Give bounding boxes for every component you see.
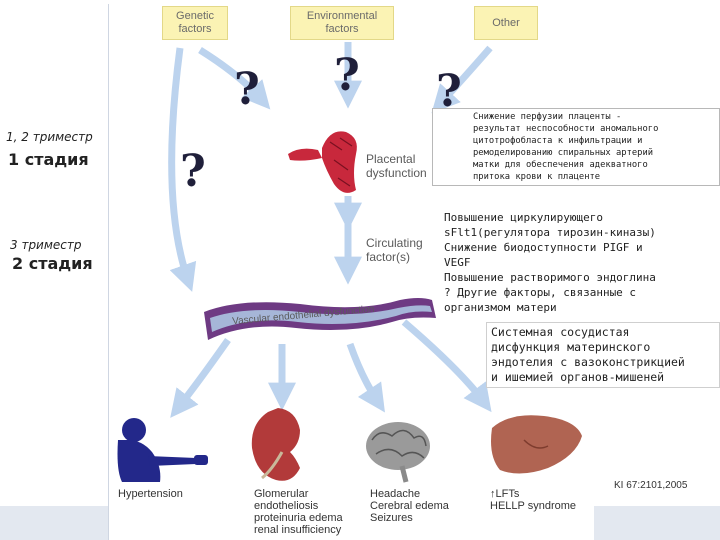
arrow-to-hypertension bbox=[170, 337, 231, 418]
left-margin bbox=[0, 0, 108, 540]
third-trimester-label: 3 триместр bbox=[10, 238, 82, 252]
other-factors-box: Other bbox=[474, 6, 538, 40]
question-mark-genetic: ? bbox=[234, 64, 260, 115]
citation: KI 67:2101,2005 bbox=[614, 480, 688, 491]
question-mark-direct: ? bbox=[180, 146, 206, 197]
placenta-graphic bbox=[288, 131, 357, 193]
liver-graphic bbox=[491, 415, 582, 474]
vessel-graphic bbox=[204, 298, 436, 340]
arrow-genetic-direct bbox=[168, 47, 197, 292]
arrow-to-liver bbox=[401, 319, 492, 413]
first-trimester-label: 1, 2 триместр bbox=[6, 130, 93, 144]
question-mark-other: ? bbox=[436, 66, 462, 117]
first-stage-label: 1 стадия bbox=[8, 150, 89, 169]
systemic-dysfunction-note: Системная сосудистая дисфункция материнс… bbox=[486, 322, 720, 388]
question-mark-environmental: ? bbox=[334, 50, 360, 101]
placental-dysfunction-label: Placental dysfunction bbox=[366, 152, 427, 180]
arrow-other bbox=[431, 45, 493, 114]
arrow-to-brain bbox=[346, 342, 385, 413]
genetic-factors-box: Genetic factors bbox=[162, 6, 228, 40]
environmental-factors-box: Environmental factors bbox=[290, 6, 394, 40]
brain-graphic bbox=[366, 422, 430, 483]
arrow-genetic bbox=[198, 47, 271, 110]
second-stage-label: 2 стадия bbox=[12, 254, 93, 273]
kidney-label: Glomerular endotheliosis proteinuria ede… bbox=[254, 488, 343, 536]
placenta-perfusion-note: Снижение перфузии плаценты - результат н… bbox=[432, 108, 720, 186]
hypertension-label: Hypertension bbox=[118, 488, 183, 500]
kidney-graphic bbox=[251, 408, 300, 481]
liver-label: ↑LFTs HELLP syndrome bbox=[490, 488, 577, 512]
brain-label: Headache Cerebral edema Seizures bbox=[370, 488, 449, 524]
hypertension-figure bbox=[117, 418, 208, 482]
circulating-factors-label: Circulating factor(s) bbox=[366, 236, 423, 264]
circulating-factors-note: Повышение циркулирующего sFlt1(регулятор… bbox=[440, 206, 688, 316]
